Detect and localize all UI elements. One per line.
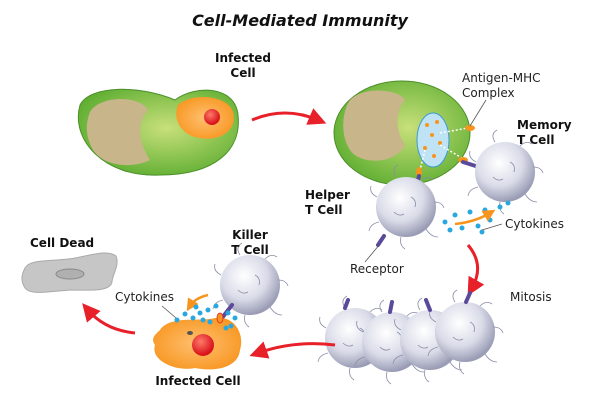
arrow-1: [251, 108, 327, 125]
cell-dead-label: Cell Dead: [30, 236, 94, 250]
killer-t-cell-label-1: Killer: [232, 228, 268, 242]
arrow-3: [249, 341, 336, 359]
antigen-presenting-cell: [333, 80, 475, 186]
helper-t-cell-label-2: T Cell: [305, 203, 343, 217]
infected-cell-bottom: [153, 312, 242, 370]
arrow-2: [466, 244, 485, 296]
dividing-t-cells: [317, 289, 504, 385]
cytokines-left-label: Cytokines: [115, 290, 174, 304]
memory-t-cell-label-1: Memory: [517, 118, 572, 132]
infected-cell-top-label-2: Cell: [230, 66, 255, 80]
diagram-title: Cell-Mediated Immunity: [192, 11, 408, 30]
infected-cell-top-label-1: Infected: [215, 51, 271, 65]
arrow-4: [82, 303, 136, 335]
cytokines-right: [442, 200, 511, 235]
cytokines-right-label: Cytokines: [505, 217, 564, 231]
antigen-mhc-label-2: Complex: [462, 86, 515, 100]
helper-t-cell-label-1: Helper: [305, 188, 350, 202]
memory-t-cell-label-2: T Cell: [517, 133, 555, 147]
antigen-mhc-label-1: Antigen-MHC: [462, 71, 541, 85]
infected-cell-top: [77, 88, 239, 176]
mitosis-label: Mitosis: [510, 290, 552, 304]
receptor-label: Receptor: [350, 262, 404, 276]
cytokines-left: [174, 303, 238, 331]
dead-cell: [21, 252, 118, 293]
infected-cell-bottom-label: Infected Cell: [155, 374, 240, 388]
killer-t-cell-label-2: T Cell: [231, 243, 269, 257]
